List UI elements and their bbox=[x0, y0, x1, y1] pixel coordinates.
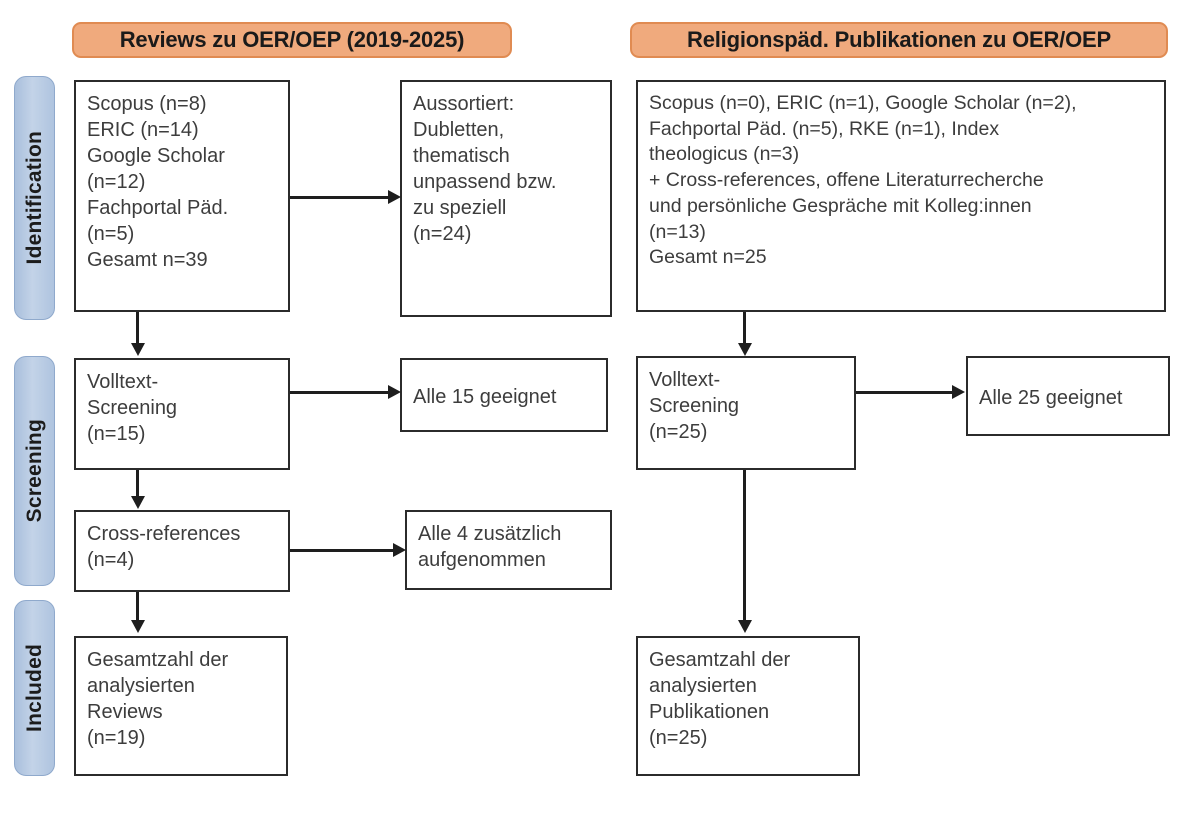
connector-left-crossrefs-to-added bbox=[290, 549, 395, 552]
box-left-all-suitable: Alle 15 geeignet bbox=[400, 358, 608, 432]
stage-label-identification-text: Identification bbox=[22, 131, 46, 265]
stage-label-identification: Identification bbox=[14, 76, 55, 320]
connector-right-screening-to-included bbox=[743, 470, 746, 622]
arrowhead-left-crossrefs-to-added bbox=[393, 543, 406, 557]
arrowhead-right-sources-to-screening bbox=[738, 343, 752, 356]
arrowhead-left-sources-to-excluded bbox=[388, 190, 401, 204]
stage-label-screening-text: Screening bbox=[22, 419, 46, 523]
box-left-crossrefs-added: Alle 4 zusätzlich aufgenommen bbox=[405, 510, 612, 590]
connector-right-sources-to-screening bbox=[743, 312, 746, 345]
arrowhead-left-crossrefs-to-included bbox=[131, 620, 145, 633]
stage-label-screening: Screening bbox=[14, 356, 55, 586]
connector-right-screening-to-suitable bbox=[856, 391, 954, 394]
arrowhead-left-screening-to-crossrefs bbox=[131, 496, 145, 509]
connector-left-sources-to-screening bbox=[136, 312, 139, 345]
box-right-fulltext-screening: Volltext- Screening (n=25) bbox=[636, 356, 856, 470]
box-right-included-total: Gesamtzahl der analysierten Publikatione… bbox=[636, 636, 860, 776]
box-right-identification-sources: Scopus (n=0), ERIC (n=1), Google Scholar… bbox=[636, 80, 1166, 312]
box-left-included-total: Gesamtzahl der analysierten Reviews (n=1… bbox=[74, 636, 288, 776]
column-header-publikationen-label: Religionspäd. Publikationen zu OER/OEP bbox=[687, 27, 1111, 52]
arrowhead-right-screening-to-suitable bbox=[952, 385, 965, 399]
connector-left-screening-to-crossrefs bbox=[136, 470, 139, 498]
arrowhead-left-sources-to-screening bbox=[131, 343, 145, 356]
connector-left-screening-to-suitable bbox=[290, 391, 390, 394]
arrowhead-right-screening-to-included bbox=[738, 620, 752, 633]
box-left-fulltext-screening: Volltext- Screening (n=15) bbox=[74, 358, 290, 470]
column-header-reviews: Reviews zu OER/OEP (2019-2025) bbox=[72, 22, 512, 58]
stage-label-included: Included bbox=[14, 600, 55, 776]
connector-left-sources-to-excluded bbox=[290, 196, 390, 199]
stage-label-included-text: Included bbox=[22, 644, 46, 732]
column-header-publikationen: Religionspäd. Publikationen zu OER/OEP bbox=[630, 22, 1168, 58]
box-left-excluded: Aussortiert: Dubletten, thematisch unpas… bbox=[400, 80, 612, 317]
arrowhead-left-screening-to-suitable bbox=[388, 385, 401, 399]
box-left-identification-sources: Scopus (n=8) ERIC (n=14) Google Scholar … bbox=[74, 80, 290, 312]
box-right-all-suitable: Alle 25 geeignet bbox=[966, 356, 1170, 436]
box-left-crossrefs: Cross-references (n=4) bbox=[74, 510, 290, 592]
column-header-reviews-label: Reviews zu OER/OEP (2019-2025) bbox=[119, 27, 465, 52]
connector-left-crossrefs-to-included bbox=[136, 592, 139, 622]
